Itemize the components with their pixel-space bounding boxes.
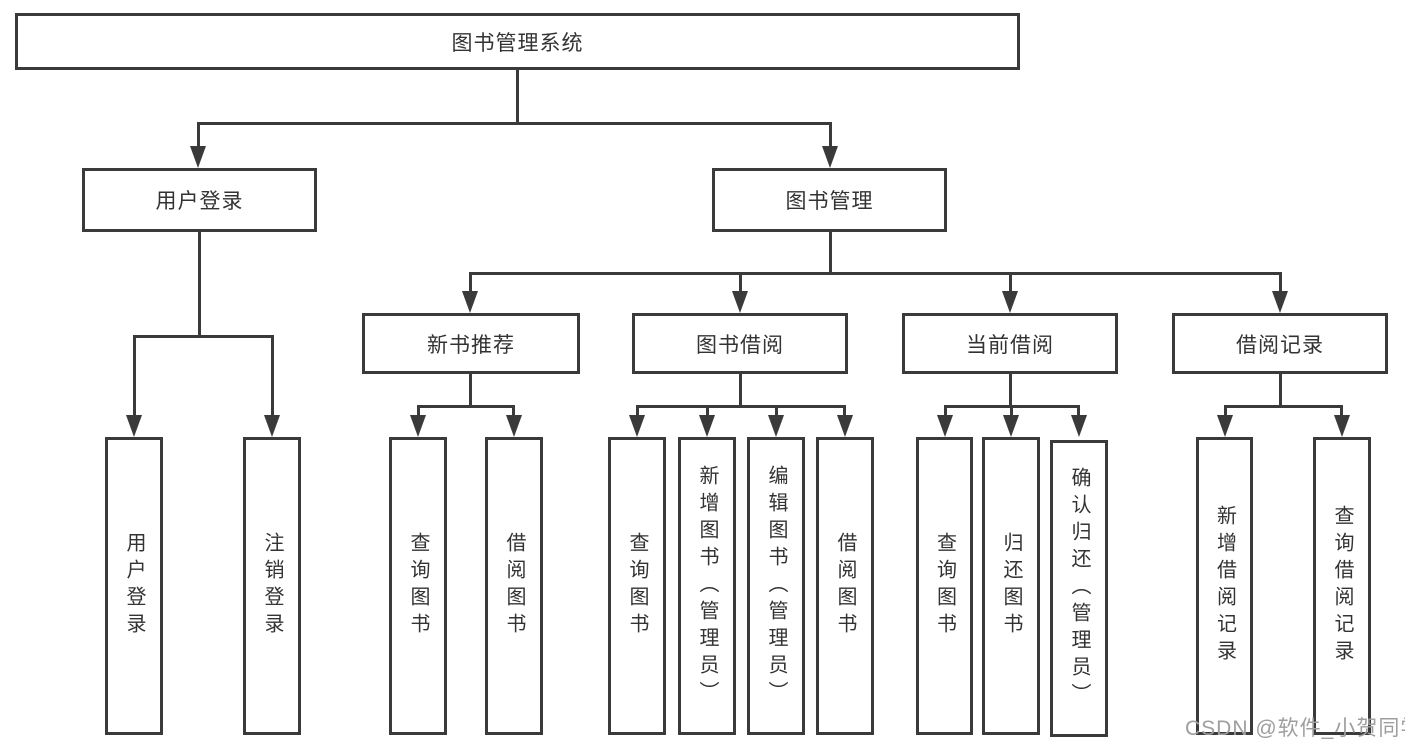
node-leaf-br-add-record-label: 新增借阅记录 — [1213, 505, 1236, 667]
node-user-login-label: 用户登录 — [155, 190, 244, 213]
node-library-system-label: 图书管理系统 — [451, 31, 584, 55]
node-current-borrowing-label: 当前借阅 — [966, 333, 1054, 357]
node-new-book-recommend-label: 新书推荐 — [427, 333, 515, 357]
node-library-system: 图书管理系统 — [15, 13, 1020, 70]
connector-user-login-drop — [197, 122, 200, 150]
node-leaf-nb-query-books-label: 查询图书 — [407, 532, 429, 640]
connector-new-books-drop — [469, 272, 472, 293]
node-leaf-bb-add-books: 新增图书（管理员） — [678, 437, 736, 735]
arrow-down-bb-add — [699, 415, 715, 437]
connector-root-stem — [516, 70, 519, 122]
arrow-down-login-leaf — [126, 415, 142, 437]
arrow-down-cb-confirm — [1071, 415, 1087, 437]
arrow-down-logout-leaf — [264, 415, 280, 437]
connector-bb-query-drop — [636, 405, 639, 417]
arrow-down-user-login — [190, 146, 206, 168]
node-leaf-nb-borrow-books-label: 借阅图书 — [503, 532, 525, 640]
node-leaf-cb-query-books: 查询图书 — [916, 437, 973, 735]
connector-new-books-rail — [417, 405, 515, 408]
node-current-borrowing: 当前借阅 — [902, 313, 1118, 374]
node-leaf-nb-query-books: 查询图书 — [389, 437, 447, 735]
connector-logout-leaf-drop — [271, 335, 274, 417]
connector-cb-confirm-drop — [1077, 405, 1080, 417]
connector-br-query-drop — [1340, 405, 1343, 417]
node-leaf-logout: 注销登录 — [243, 437, 301, 735]
arrow-down-br-add — [1217, 415, 1233, 437]
connector-book-mgmt-stem — [829, 232, 832, 272]
connector-nb-borrow-drop — [512, 405, 515, 417]
connector-book-borrow-rail — [636, 405, 846, 408]
node-leaf-cb-confirm-return-label: 确认归还（管理员） — [1068, 467, 1090, 710]
arrow-down-book-borrow — [732, 291, 748, 313]
connector-book-mgmt-rail — [469, 272, 1281, 275]
connector-br-add-drop — [1224, 405, 1227, 417]
node-leaf-br-add-record: 新增借阅记录 — [1196, 437, 1253, 735]
arrow-down-nb-query — [410, 415, 426, 437]
arrow-down-bb-query — [629, 415, 645, 437]
arrow-down-current-borrow — [1002, 291, 1018, 313]
connector-borrow-records-stem — [1279, 374, 1282, 405]
connector-borrow-records-rail — [1224, 405, 1343, 408]
node-leaf-user-login-label: 用户登录 — [123, 532, 145, 640]
connector-book-mgmt-drop — [829, 122, 832, 150]
arrow-down-new-books — [462, 291, 478, 313]
node-book-borrowing: 图书借阅 — [632, 313, 848, 374]
node-leaf-bb-query-books-label: 查询图书 — [626, 532, 648, 640]
connector-bb-add-drop — [706, 405, 709, 417]
connector-nb-query-drop — [417, 405, 420, 417]
arrow-down-book-mgmt — [822, 146, 838, 168]
node-leaf-bb-edit-books-label: 编辑图书（管理员） — [765, 464, 787, 708]
node-leaf-bb-add-books-label: 新增图书（管理员） — [696, 464, 718, 708]
node-leaf-bb-borrow-books: 借阅图书 — [816, 437, 874, 735]
arrow-down-borrow-records — [1272, 291, 1288, 313]
connector-login-leaf-drop — [133, 335, 136, 417]
node-leaf-logout-label: 注销登录 — [261, 532, 283, 640]
node-leaf-br-query-record-label: 查询借阅记录 — [1331, 505, 1353, 667]
connector-cb-return-drop — [1010, 405, 1013, 417]
node-leaf-bb-edit-books: 编辑图书（管理员） — [747, 437, 805, 735]
node-leaf-br-query-record: 查询借阅记录 — [1313, 437, 1371, 735]
csdn-watermark: CSDN @软件_小贺同学 — [1185, 717, 1405, 740]
node-leaf-cb-confirm-return: 确认归还（管理员） — [1050, 440, 1108, 737]
arrow-down-cb-return — [1003, 415, 1019, 437]
connector-book-borrow-stem — [739, 374, 742, 405]
connector-bb-edit-drop — [775, 405, 778, 417]
connector-borrow-records-drop — [1279, 272, 1282, 293]
node-book-management: 图书管理 — [712, 168, 947, 232]
arrow-down-bb-borrow — [837, 415, 853, 437]
connector-user-login-stem — [198, 232, 201, 335]
arrow-down-cb-query — [937, 415, 953, 437]
connector-user-login-rail — [133, 335, 274, 338]
connector-root-rail — [198, 122, 831, 125]
node-leaf-cb-return-books-label: 归还图书 — [1000, 532, 1022, 640]
connector-bb-borrow-drop — [843, 405, 846, 417]
node-borrowing-records: 借阅记录 — [1172, 313, 1388, 374]
node-leaf-nb-borrow-books: 借阅图书 — [485, 437, 543, 735]
node-new-book-recommend: 新书推荐 — [362, 313, 580, 374]
arrow-down-bb-edit — [768, 415, 784, 437]
node-leaf-bb-query-books: 查询图书 — [608, 437, 666, 735]
arrow-down-nb-borrow — [506, 415, 522, 437]
node-book-management-label: 图书管理 — [785, 190, 874, 213]
node-leaf-cb-query-books-label: 查询图书 — [933, 532, 956, 640]
node-leaf-cb-return-books: 归还图书 — [982, 437, 1040, 735]
connector-book-borrow-drop — [739, 272, 742, 293]
connector-current-borrow-drop — [1009, 272, 1012, 293]
node-leaf-bb-borrow-books-label: 借阅图书 — [834, 532, 856, 640]
node-leaf-user-login: 用户登录 — [105, 437, 163, 735]
connector-current-borrow-stem — [1009, 374, 1012, 405]
connector-new-books-stem — [469, 374, 472, 405]
connector-cb-query-drop — [944, 405, 947, 417]
arrow-down-br-query — [1334, 415, 1350, 437]
node-borrowing-records-label: 借阅记录 — [1236, 333, 1324, 357]
node-user-login: 用户登录 — [82, 168, 317, 232]
node-book-borrowing-label: 图书借阅 — [696, 333, 784, 357]
